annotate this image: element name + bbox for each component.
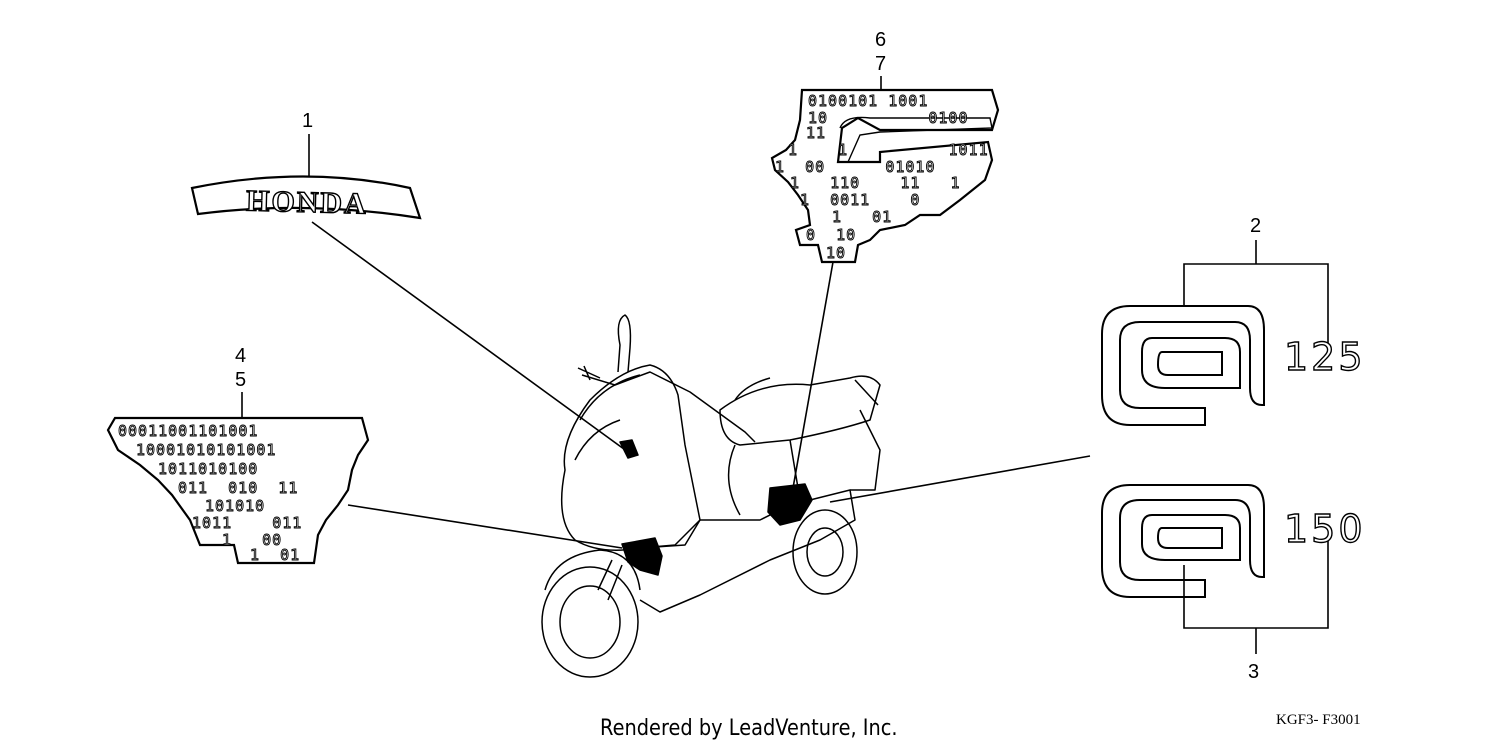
- stripe-decal-top[interactable]: 0100101 1001 10 0100 11 1 1 1011 1 00 01…: [770, 88, 1000, 264]
- at-150-emblem[interactable]: 150: [1101, 484, 1366, 598]
- callout-5[interactable]: 5: [235, 369, 246, 391]
- callout-7[interactable]: 7: [875, 53, 886, 75]
- at-150-inner-hole: [1156, 527, 1223, 549]
- stripe-top-row: 1 0011 0: [800, 191, 920, 209]
- stripe-top-row: 10: [826, 244, 846, 262]
- callout-6[interactable]: 6: [875, 29, 886, 51]
- stripe-left-row: 101010: [205, 497, 265, 515]
- leader-lines: [241, 76, 1329, 654]
- honda-emblem-text: HONDA: [246, 184, 368, 220]
- handlebar: [581, 371, 756, 443]
- front-fender: [544, 549, 641, 591]
- decal-mark-side-left: [621, 537, 663, 576]
- at-125-outer: [1101, 305, 1265, 426]
- stripe-top-row: 10 0100: [808, 109, 969, 127]
- at-125-emblem[interactable]: 125: [1101, 305, 1366, 426]
- front-wheel-rim: [559, 585, 621, 659]
- stripe-top-outline: [770, 88, 1000, 264]
- stripe-left-row: 1011010100: [158, 460, 258, 478]
- stripe-left-row: 00011001101001: [118, 422, 258, 440]
- stripe-top-row: 1 00 01010: [775, 158, 936, 176]
- at-125-inner-hole: [1156, 351, 1223, 376]
- stripe-top-row: 0100101 1001: [808, 92, 928, 110]
- stripe-top-row: 1 1 1011: [788, 141, 989, 159]
- scooter-illustration: [541, 314, 881, 678]
- stripe-left-row: 10001010101001: [136, 441, 276, 459]
- headlight-cowl: [574, 374, 641, 461]
- front-wheel: [541, 566, 639, 678]
- decal-mark-front: [619, 439, 639, 459]
- stripe-top-notch: [839, 116, 993, 163]
- honda-emblem[interactable]: HONDA: [190, 175, 422, 221]
- at-150-inner: [1141, 514, 1241, 561]
- callout-4[interactable]: 4: [235, 345, 246, 367]
- at-150-outer: [1101, 484, 1265, 598]
- stripe-top-row: 11: [806, 124, 826, 142]
- stripe-left-outline: [106, 416, 370, 565]
- front-fork: [597, 559, 623, 601]
- callout-3[interactable]: 3: [1248, 661, 1259, 683]
- callout-1[interactable]: 1: [302, 110, 313, 132]
- stripe-top-row: 1 110 11 1: [790, 174, 961, 192]
- credit-text: Rendered by LeadVenture, Inc.: [600, 716, 898, 741]
- seat: [719, 375, 881, 446]
- honda-emblem-outline: [190, 175, 422, 220]
- rear-wheel: [792, 509, 858, 595]
- stripe-left-row: 1 00: [222, 531, 282, 549]
- stripe-top-row: 0 10: [806, 226, 856, 244]
- floorboard: [639, 489, 856, 613]
- stripe-left-row: 1 01: [250, 546, 300, 564]
- stripe-decal-left[interactable]: 00011001101001 10001010101001 1011010100…: [106, 416, 370, 565]
- model-150-text: 150: [1284, 507, 1366, 551]
- mirror-stem: [617, 314, 632, 373]
- stripe-top-row: 1 01: [832, 208, 892, 226]
- model-125-text: 125: [1284, 335, 1366, 379]
- stripe-left-row: 011 010 11: [178, 479, 298, 497]
- stripe-left-row: 1011 011: [192, 514, 302, 532]
- diagram-code: KGF3- F3001: [1276, 712, 1361, 728]
- rear-wheel-rim: [806, 527, 844, 577]
- seat-back: [734, 377, 879, 406]
- decal-mark-side-right: [767, 483, 813, 526]
- callout-2[interactable]: 2: [1250, 215, 1261, 237]
- at-125-inner: [1141, 337, 1241, 389]
- handlebar-left: [577, 365, 601, 381]
